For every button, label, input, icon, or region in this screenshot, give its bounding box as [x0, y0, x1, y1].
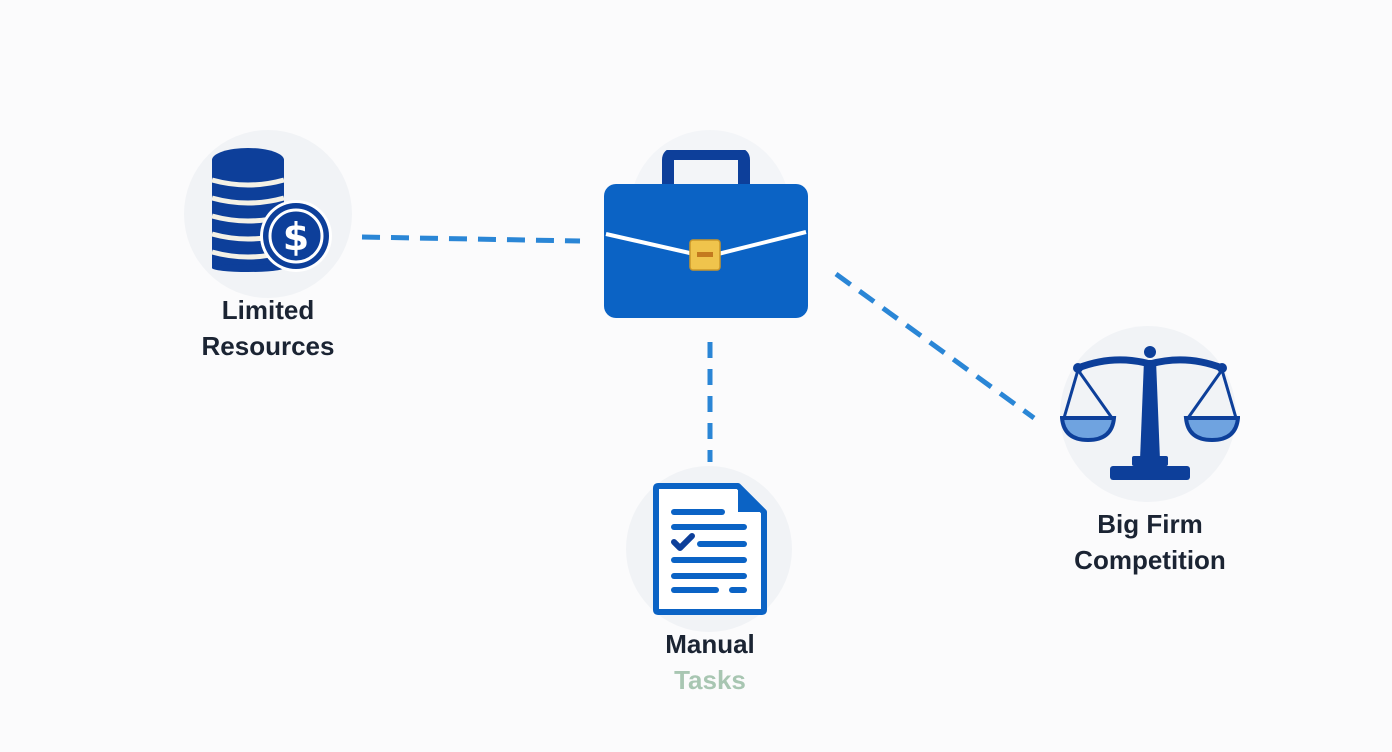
- coins-dollar-icon: $: [211, 148, 332, 272]
- limited-resources-label: Limited Resources: [168, 292, 368, 364]
- scales-of-justice-icon: [1060, 346, 1240, 480]
- limited-resources-label-line-1: Limited: [221, 295, 315, 325]
- svg-text:$: $: [283, 215, 309, 259]
- big-firm-competition-label: Big Firm Competition: [1040, 506, 1260, 578]
- big-firm-competition-label-line-2: Competition: [1074, 545, 1226, 575]
- briefcase-icon: [604, 150, 808, 318]
- manual-tasks-label: Manual Tasks: [610, 626, 810, 698]
- limited-resources-label-line-2: Resources: [201, 331, 335, 361]
- manual-tasks-label-line-1: Manual: [665, 629, 755, 659]
- manual-tasks-label-line-2: Tasks: [674, 665, 746, 695]
- connector-to-limited-resources: [361, 234, 581, 244]
- checklist-document-icon: [653, 483, 767, 615]
- connector-to-big-firm-competition: [834, 271, 1036, 421]
- big-firm-competition-label-line-1: Big Firm: [1097, 509, 1203, 539]
